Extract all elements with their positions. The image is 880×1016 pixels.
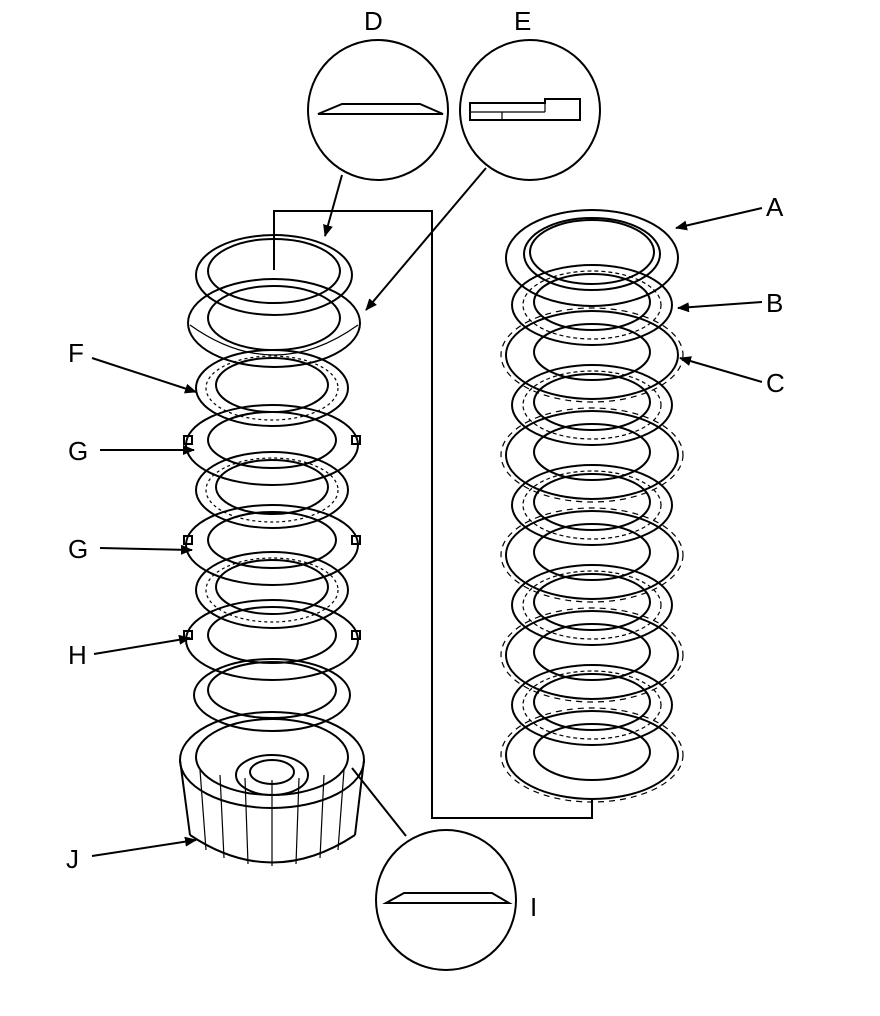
friction-plate-part — [511, 264, 673, 346]
label-g-lower: G — [68, 534, 88, 564]
label-b: B — [766, 288, 783, 318]
backing-plate-part — [187, 278, 361, 368]
label-c: C — [766, 368, 785, 398]
label-a: A — [766, 192, 784, 222]
detail-circle-e — [365, 39, 601, 311]
friction-plate-part — [195, 551, 349, 629]
stack-connector-bracket — [273, 210, 593, 819]
steel-plate-part — [500, 307, 684, 403]
snap-ring-part — [195, 234, 353, 316]
detail-circle-i — [351, 767, 517, 971]
label-g-upper: G — [68, 436, 88, 466]
apply-ring-part — [193, 658, 351, 732]
friction-plate-part — [511, 464, 673, 546]
friction-plate-part — [195, 451, 349, 529]
label-j: J — [66, 844, 79, 874]
steel-plate-part — [183, 404, 361, 486]
right-disc-set — [500, 264, 684, 803]
leader-lines — [91, 207, 763, 857]
steel-plate-part — [500, 707, 684, 803]
clutch-housing-part — [179, 711, 365, 866]
friction-plate-part — [511, 364, 673, 446]
friction-plate-part — [511, 664, 673, 746]
steel-plate-part — [183, 599, 361, 681]
label-f: F — [68, 338, 84, 368]
left-clutch-stack — [179, 234, 365, 866]
detail-circle-d — [307, 39, 449, 237]
label-d: D — [364, 6, 383, 36]
pressure-plate-part — [505, 209, 679, 307]
steel-plate-part — [183, 504, 361, 586]
label-h: H — [68, 640, 87, 670]
label-i: I — [530, 892, 537, 922]
steel-plate-part — [500, 407, 684, 503]
steel-plate-part — [500, 507, 684, 603]
steel-plate-part — [500, 607, 684, 703]
right-clutch-stack — [500, 209, 684, 803]
friction-plate-part — [511, 564, 673, 646]
label-e: E — [514, 6, 531, 36]
